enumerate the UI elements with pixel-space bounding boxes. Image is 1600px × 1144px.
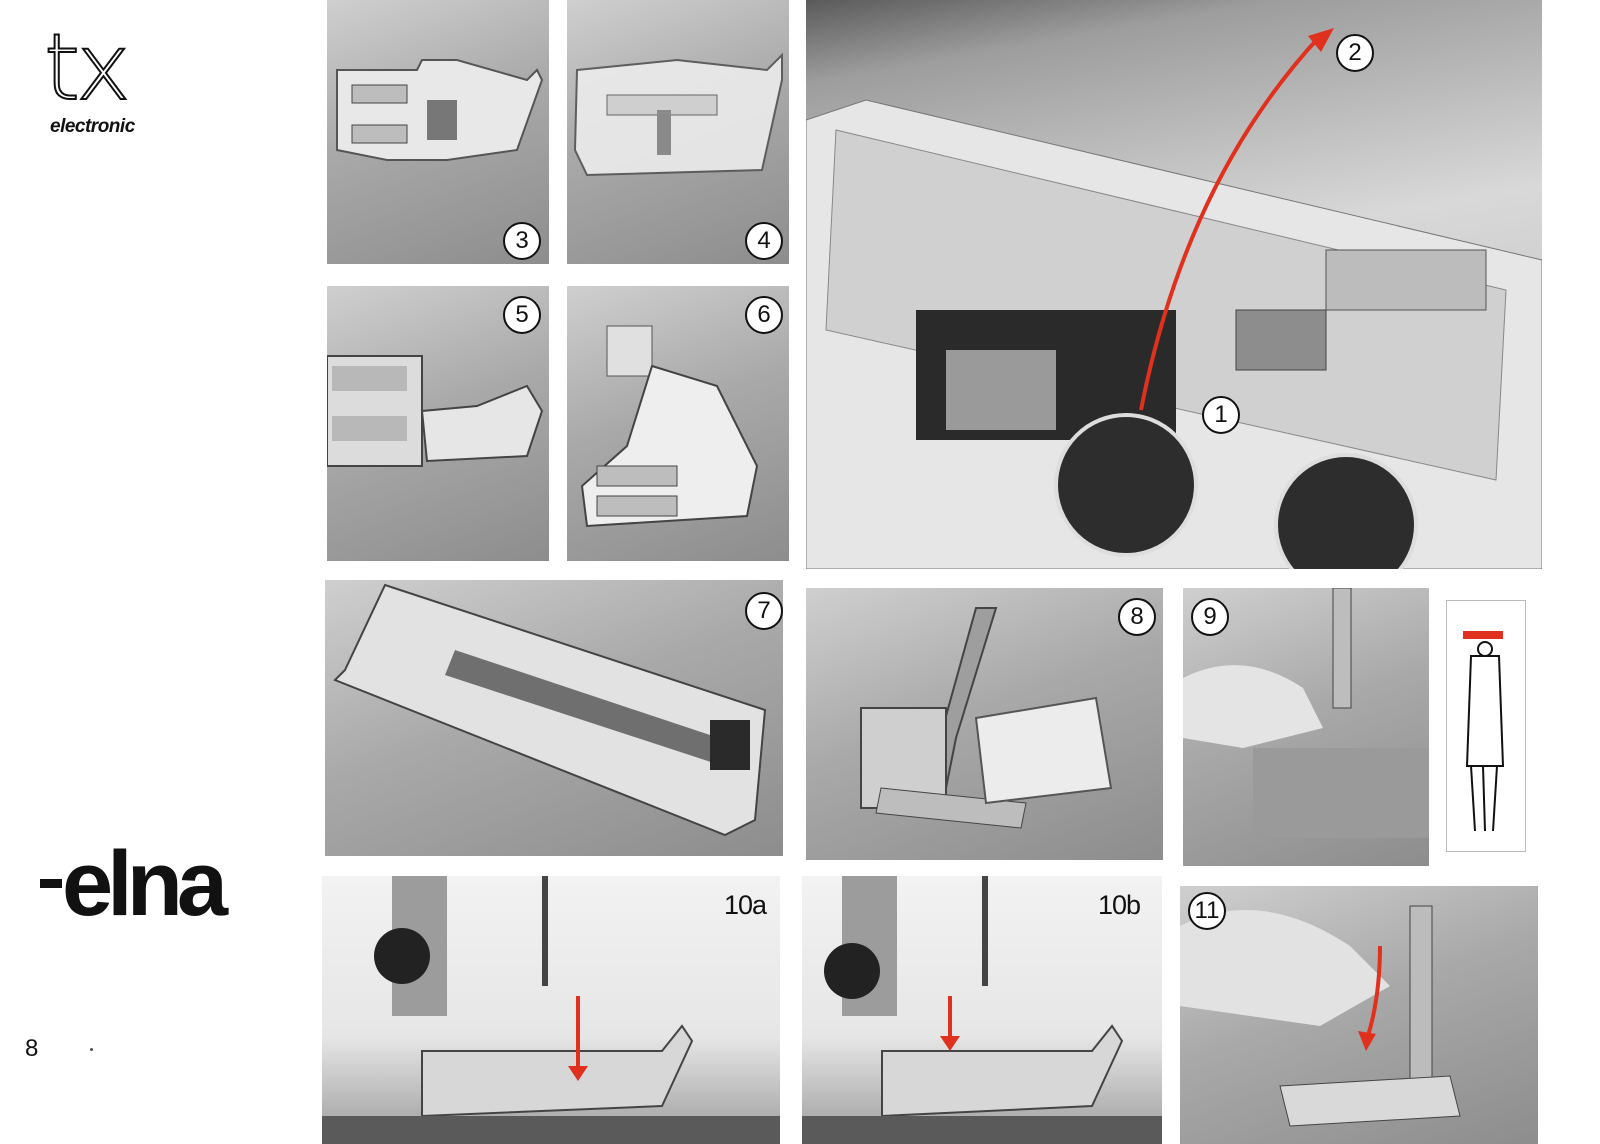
photo-attach-foot-11: 11 [1180, 886, 1538, 1144]
photo-needle-position-10a: 10a [322, 876, 780, 1144]
photo-foot-and-plate-8: 8 [806, 588, 1163, 860]
figure-badge-7: 7 [745, 592, 783, 630]
elna-logo-dash [40, 879, 62, 888]
figure-badge-6: 6 [745, 296, 783, 334]
figure-badge-4: 4 [745, 222, 783, 260]
figure-badge-11: 11 [1188, 892, 1226, 930]
page-dot [90, 1048, 93, 1051]
photo-presser-foot-3: 3 [327, 0, 549, 264]
figure-label-10b: 10b [1098, 890, 1141, 920]
needle-diagram [1446, 600, 1526, 852]
case-badge-2: 2 [1336, 34, 1374, 72]
photo-accessory-case: 1 2 [806, 0, 1542, 569]
figure-badge-5: 5 [503, 296, 541, 334]
page-number: 8 [25, 1035, 39, 1062]
photo-presser-foot-4: 4 [567, 0, 789, 264]
photo-needle-insert-9: 9 [1183, 588, 1429, 866]
tx-logo-subtitle: electronic [50, 116, 135, 137]
photo-blind-hem-foot-6: 6 [567, 286, 789, 561]
photo-buttonhole-foot-7: 7 [325, 580, 783, 856]
figure-badge-9: 9 [1191, 598, 1229, 636]
elna-logo: elna [62, 833, 228, 935]
photo-zipper-foot-5: 5 [327, 286, 549, 561]
figure-badge-3: 3 [503, 222, 541, 260]
figure-badge-8: 8 [1118, 598, 1156, 636]
figure-label-10a: 10a [724, 890, 767, 920]
tx-logo: tx [43, 14, 131, 121]
case-badge-1: 1 [1202, 396, 1240, 434]
photo-needle-position-10b: 10b [802, 876, 1162, 1144]
